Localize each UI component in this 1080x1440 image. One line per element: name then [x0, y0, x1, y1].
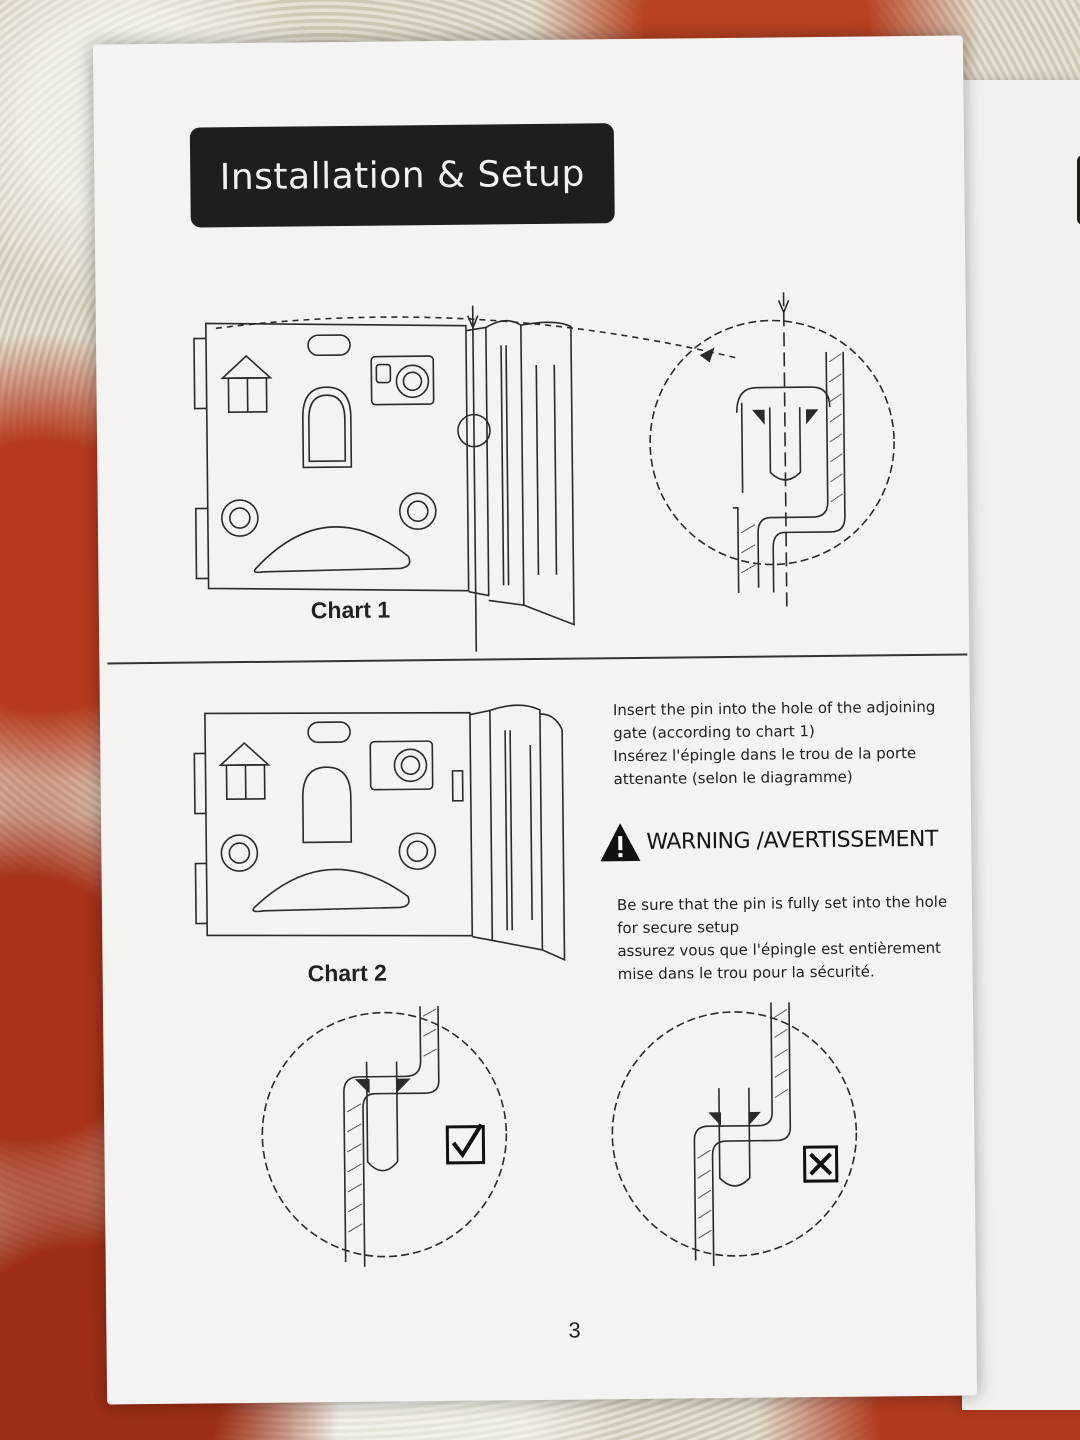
- chart1-zoom-detail: [649, 292, 895, 613]
- instruction-fr: Insérez l'épingle dans le trou de la por…: [613, 744, 917, 789]
- checkbox-check-icon: [445, 1123, 486, 1165]
- warning-notes: Be sure that the pin is fully set into t…: [617, 891, 958, 987]
- chart2-panel-diagram: [193, 704, 566, 961]
- instruction-en: Insert the pin into the hole of the adjo…: [612, 697, 936, 743]
- incorrect-pin-detail: [611, 1002, 858, 1267]
- warning-triangle-icon: [600, 823, 641, 862]
- chart1-panel-diagram: [193, 305, 737, 652]
- next-page-edge: [962, 80, 1080, 1410]
- chart1-label: Chart 1: [310, 596, 391, 624]
- section-divider: [107, 653, 968, 665]
- checkbox-cross-icon: [802, 1145, 839, 1183]
- warning-title: WARNING /AVERTISSEMENT: [646, 826, 938, 855]
- instruction-text: Insert the pin into the hole of the adjo…: [613, 696, 944, 791]
- next-page-tab: [1077, 155, 1080, 225]
- warning-fr: assurez vous que l'épingle est entièreme…: [617, 938, 942, 984]
- warning-en: Be sure that the pin is fully set into t…: [616, 892, 948, 938]
- warning-heading: WARNING /AVERTISSEMENT: [598, 818, 938, 864]
- page-number: 3: [568, 1317, 581, 1343]
- correct-pin-detail: [261, 1006, 508, 1267]
- section-header: Installation & Setup: [189, 123, 615, 228]
- manual-page: Installation & Setup: [92, 35, 978, 1405]
- chart2-label: Chart 2: [307, 959, 388, 987]
- page-title: Installation & Setup: [219, 152, 586, 198]
